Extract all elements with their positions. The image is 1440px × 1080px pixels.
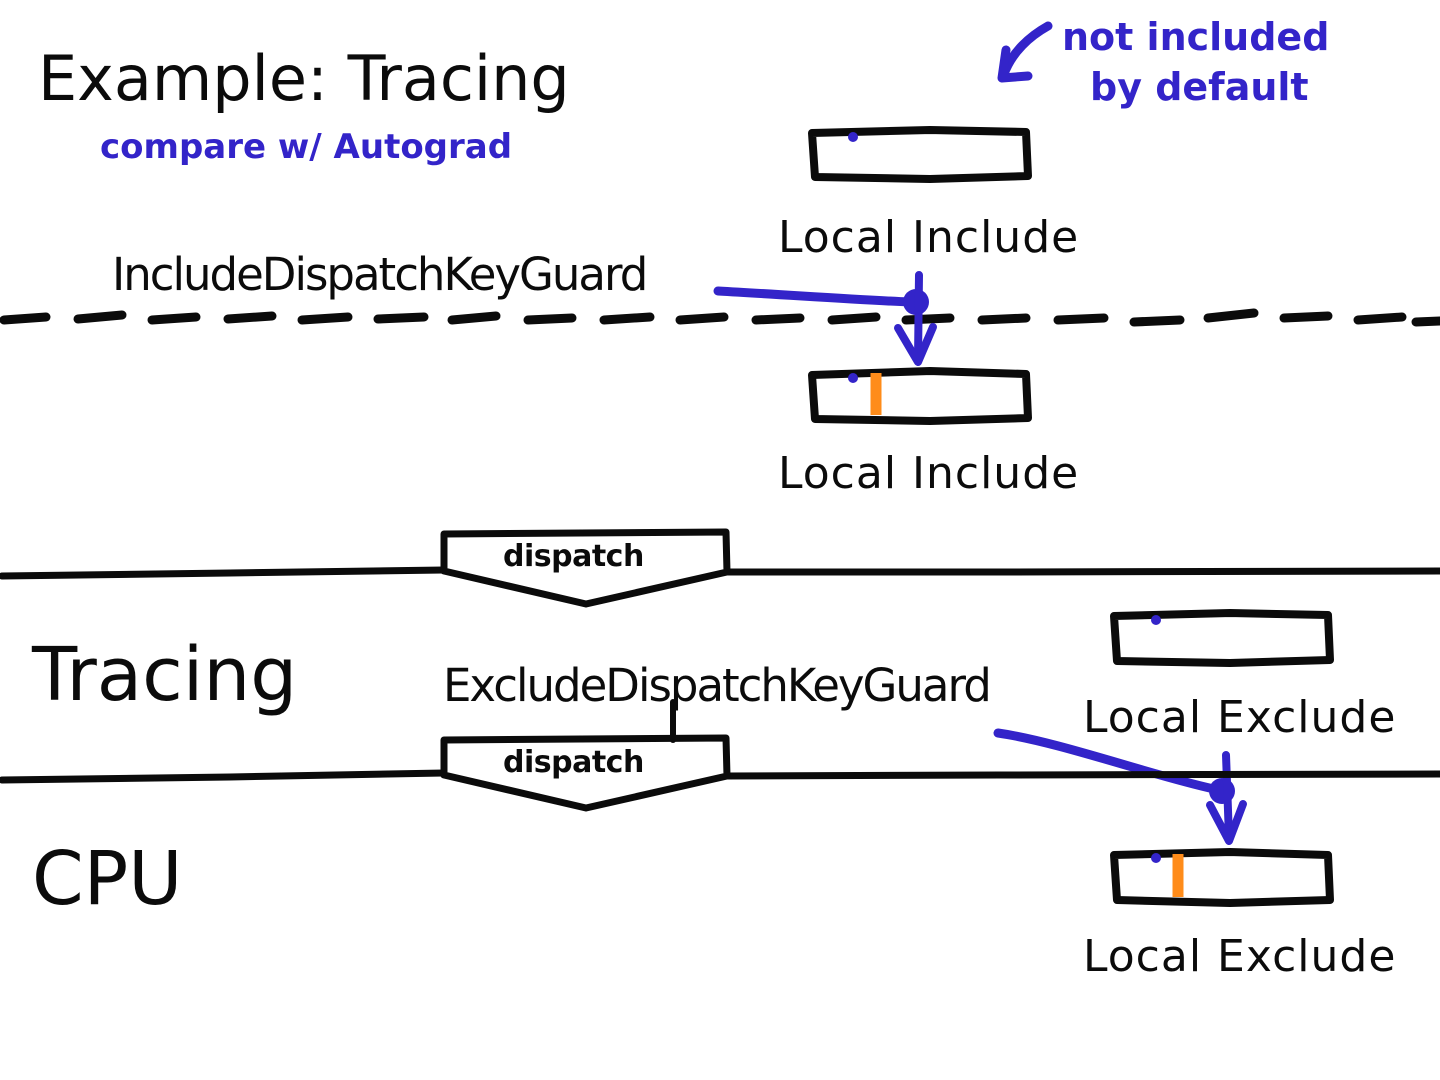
local-include-after-blue-dot	[848, 373, 858, 383]
local-exclude-before-label: Local Exclude	[1083, 692, 1397, 743]
not-included-annotation-line1: not included	[1062, 15, 1330, 59]
include-dispatch-key-guard-label: IncludeDispatchKeyGuard	[112, 248, 648, 301]
exclude-guard-arrow	[993, 728, 1247, 845]
page-subtitle: compare w/ Autograd	[100, 127, 513, 167]
dispatch-node-upper-shape	[440, 528, 731, 608]
page-title: Example: Tracing	[38, 42, 570, 115]
local-exclude-after-box	[1110, 848, 1334, 907]
tracing-top-line	[0, 566, 1440, 580]
local-include-before-box	[808, 126, 1032, 183]
include-guard-arrow	[713, 271, 937, 366]
dispatch-node-upper-label: dispatch	[503, 539, 644, 574]
local-exclude-before-box	[1110, 609, 1334, 667]
not-included-callout-arrow	[997, 21, 1053, 83]
local-include-after-label: Local Include	[778, 448, 1080, 499]
not-included-annotation-line2: by default	[1090, 65, 1309, 109]
cpu-top-line	[0, 769, 1440, 784]
local-exclude-before-blue-dot	[1151, 615, 1161, 625]
dispatch-node-lower-shape	[440, 734, 731, 812]
tracing-lane-label: Tracing	[32, 632, 298, 718]
exclude-dispatch-key-guard-label: ExcludeDispatchKeyGuard	[443, 659, 992, 712]
local-include-before-blue-dot	[848, 132, 858, 142]
cpu-lane-label: CPU	[32, 836, 183, 922]
dispatch-node-lower-label: dispatch	[503, 745, 644, 780]
local-include-after-box	[808, 367, 1032, 425]
local-exclude-after-label: Local Exclude	[1083, 931, 1397, 982]
local-exclude-after-blue-dot	[1151, 853, 1161, 863]
dashed-boundary	[0, 308, 1440, 327]
local-include-before-label: Local Include	[778, 212, 1080, 263]
